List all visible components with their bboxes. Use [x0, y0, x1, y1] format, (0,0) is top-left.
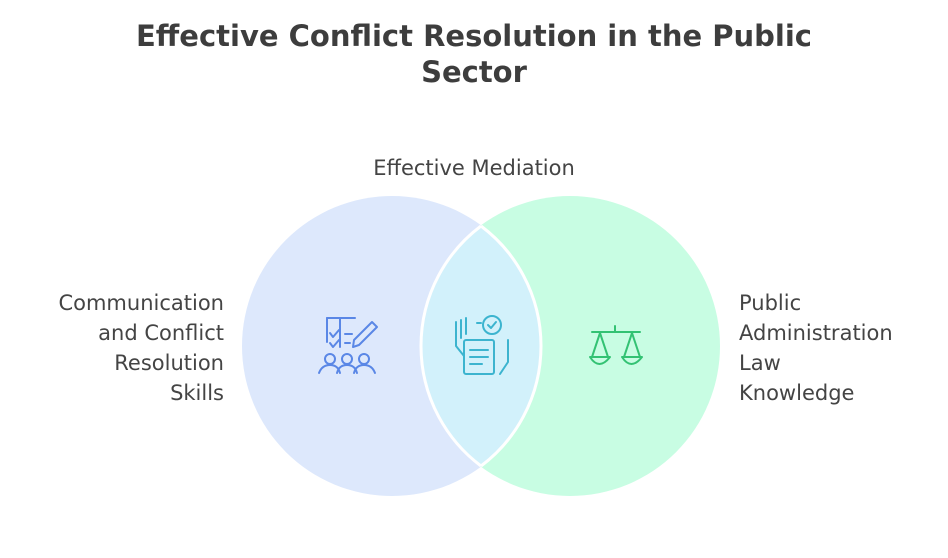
- right-label-line: Administration: [739, 321, 893, 345]
- scales-icon: [589, 325, 643, 365]
- right-label-line: Knowledge: [739, 381, 855, 405]
- title-line-1: Effective Conflict Resolution in the Pub…: [136, 19, 812, 53]
- overlap-region: [420, 196, 542, 496]
- left-label-line: Skills: [170, 381, 224, 405]
- left-label-line: Resolution: [114, 351, 224, 375]
- right-label-line: Law: [739, 351, 781, 375]
- intersection-label: Effective Mediation: [373, 156, 575, 180]
- diagram-title: Effective Conflict Resolution in the Pub…: [0, 18, 948, 90]
- title-line-2: Sector: [421, 55, 527, 89]
- left-label-line: and Conflict: [98, 321, 224, 345]
- checklist-people-icon: [318, 317, 378, 374]
- left-circle-edge: [480, 224, 543, 468]
- left-label-line: Communication: [58, 291, 224, 315]
- right-circle-edge: [419, 224, 482, 468]
- right-label-line: Public: [739, 291, 802, 315]
- hand-document-check-icon: [455, 315, 509, 375]
- right-circle-label: Public Administration Law Knowledge: [739, 288, 939, 408]
- left-circle-label: Communication and Conflict Resolution Sk…: [20, 288, 224, 408]
